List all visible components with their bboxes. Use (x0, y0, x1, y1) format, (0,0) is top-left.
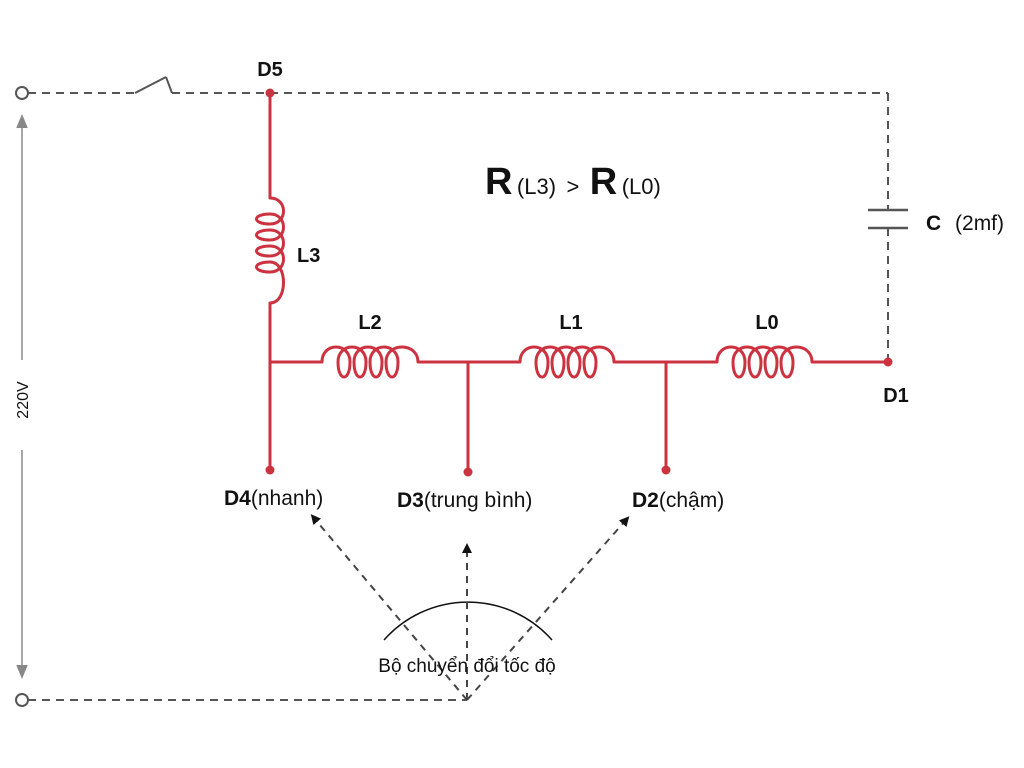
terminal-d2-label: D2(chậm) (632, 489, 724, 512)
winding-wires (268, 91, 890, 474)
terminal-d4-label: D4(nhanh) (224, 487, 323, 510)
arrow-to-d4 (310, 514, 468, 701)
formula-op: > (566, 174, 579, 199)
terminal-d3-label: D3(trung bình) (397, 489, 532, 512)
d3-speed: (trung bình) (424, 489, 533, 512)
supply-terminal-bottom[interactable] (15, 693, 29, 707)
d3-name: D3 (397, 489, 424, 512)
terminal-d4-dot[interactable] (265, 465, 275, 475)
terminal-d5-label: D5 (257, 59, 283, 81)
power-switch (134, 76, 173, 94)
terminal-d3-dot[interactable] (463, 467, 473, 477)
resistance-formula: R (L3) > R (L0) (485, 161, 661, 203)
capacitor-label: C (2mf) (926, 212, 1004, 235)
coil-l0-label: L0 (755, 312, 778, 334)
supply-terminal-top[interactable] (15, 86, 29, 100)
formula-r2: R (590, 161, 617, 203)
d2-name: D2 (632, 489, 659, 512)
coil-l3 (255, 196, 285, 305)
coil-l1 (518, 345, 616, 379)
coil-l1-label: L1 (559, 312, 582, 334)
capacitor-symbol (868, 208, 908, 230)
formula-r1: R (485, 161, 512, 203)
terminal-d2-dot[interactable] (661, 465, 671, 475)
d2-speed: (chậm) (659, 489, 724, 512)
coil-l3-label: L3 (297, 245, 320, 267)
speed-selector-label: Bộ chuyển đổi tốc độ (378, 656, 555, 677)
d4-speed: (nhanh) (251, 487, 323, 510)
capacitor-value: (2mf) (955, 212, 1004, 235)
arrow-to-d2 (466, 516, 630, 701)
supply-wiring (28, 92, 889, 701)
selector-arrows (310, 514, 630, 701)
formula-sub2: (L0) (622, 174, 661, 199)
d4-name: D4 (224, 487, 251, 510)
coil-l2-label: L2 (358, 312, 381, 334)
terminal-d5-dot[interactable] (265, 88, 275, 98)
capacitor-name: C (926, 212, 941, 235)
voltage-label: 220V (15, 381, 32, 419)
formula-sub1: (L3) (517, 174, 556, 199)
coil-l2 (320, 345, 420, 379)
voltage-indicator (16, 114, 28, 679)
coil-l0 (715, 345, 814, 379)
terminal-d1-label: D1 (883, 385, 909, 407)
terminal-d1-dot[interactable] (883, 357, 893, 367)
